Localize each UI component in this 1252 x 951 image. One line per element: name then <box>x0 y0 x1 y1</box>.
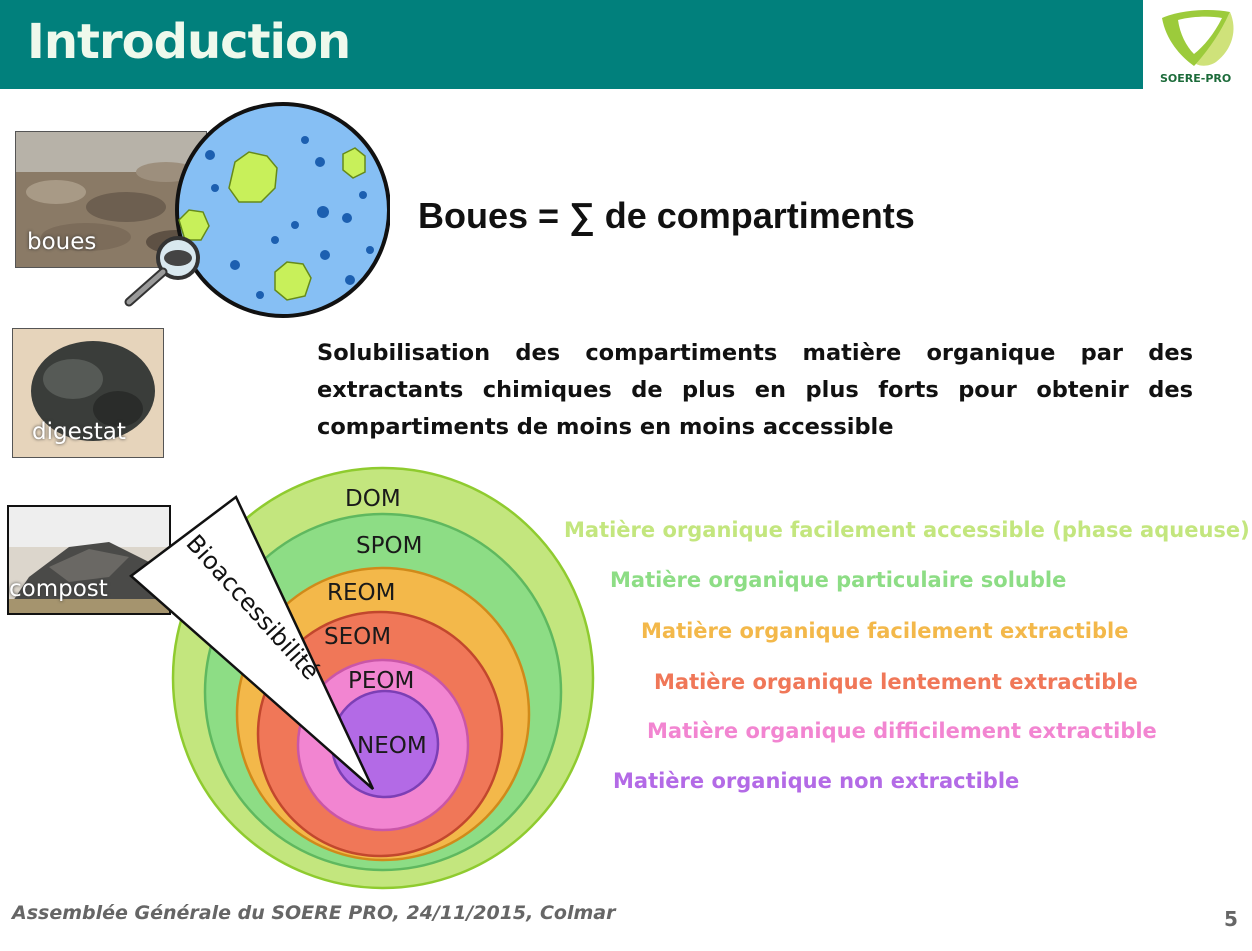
logo-text: SOERE-PRO <box>1160 72 1232 85</box>
ring-label-spom: SPOM <box>356 533 422 559</box>
sludge-microscope-view <box>124 102 390 318</box>
compartment-labels: DOM SPOM REOM SEOM PEOM NEOM <box>324 486 427 759</box>
ring-label-peom: PEOM <box>348 668 414 694</box>
legend-peom: Matière organique difficilement extracti… <box>647 719 1157 743</box>
page-number: 5 <box>1224 907 1238 931</box>
ring-label-dom: DOM <box>345 486 401 512</box>
ring-label-neom: NEOM <box>357 733 427 759</box>
digestat-label: digestat <box>32 419 126 445</box>
slide-title: Introduction <box>27 14 351 70</box>
sludge-image <box>16 132 206 267</box>
compost-label: compost <box>9 576 108 602</box>
headline: Boues = ∑ de compartiments <box>418 195 915 236</box>
description-paragraph: Solubilisation des compartiments matière… <box>317 340 1193 440</box>
legend-neom: Matière organique non extractible <box>613 769 1020 793</box>
bioaccessibility-arrow <box>129 495 375 790</box>
legend-spom: Matière organique particulaire soluble <box>610 568 1067 592</box>
soere-pro-logo <box>1162 10 1234 66</box>
digestat-photo <box>12 328 164 458</box>
legend-dom: Matière organique facilement accessible … <box>564 518 1250 542</box>
title-bar <box>0 0 1143 89</box>
compartment-rings <box>171 466 595 890</box>
ring-label-seom: SEOM <box>324 624 391 650</box>
footer-text: Assemblée Générale du SOERE PRO, 24/11/2… <box>12 902 616 924</box>
compost-image <box>9 507 169 613</box>
legend-reom: Matière organique facilement extractible <box>641 619 1129 643</box>
legend-seom: Matière organique lentement extractible <box>654 670 1138 694</box>
boues-photo <box>15 131 207 268</box>
ring-label-reom: REOM <box>327 580 395 606</box>
digestate-image <box>13 329 163 457</box>
boues-label: boues <box>27 229 97 255</box>
